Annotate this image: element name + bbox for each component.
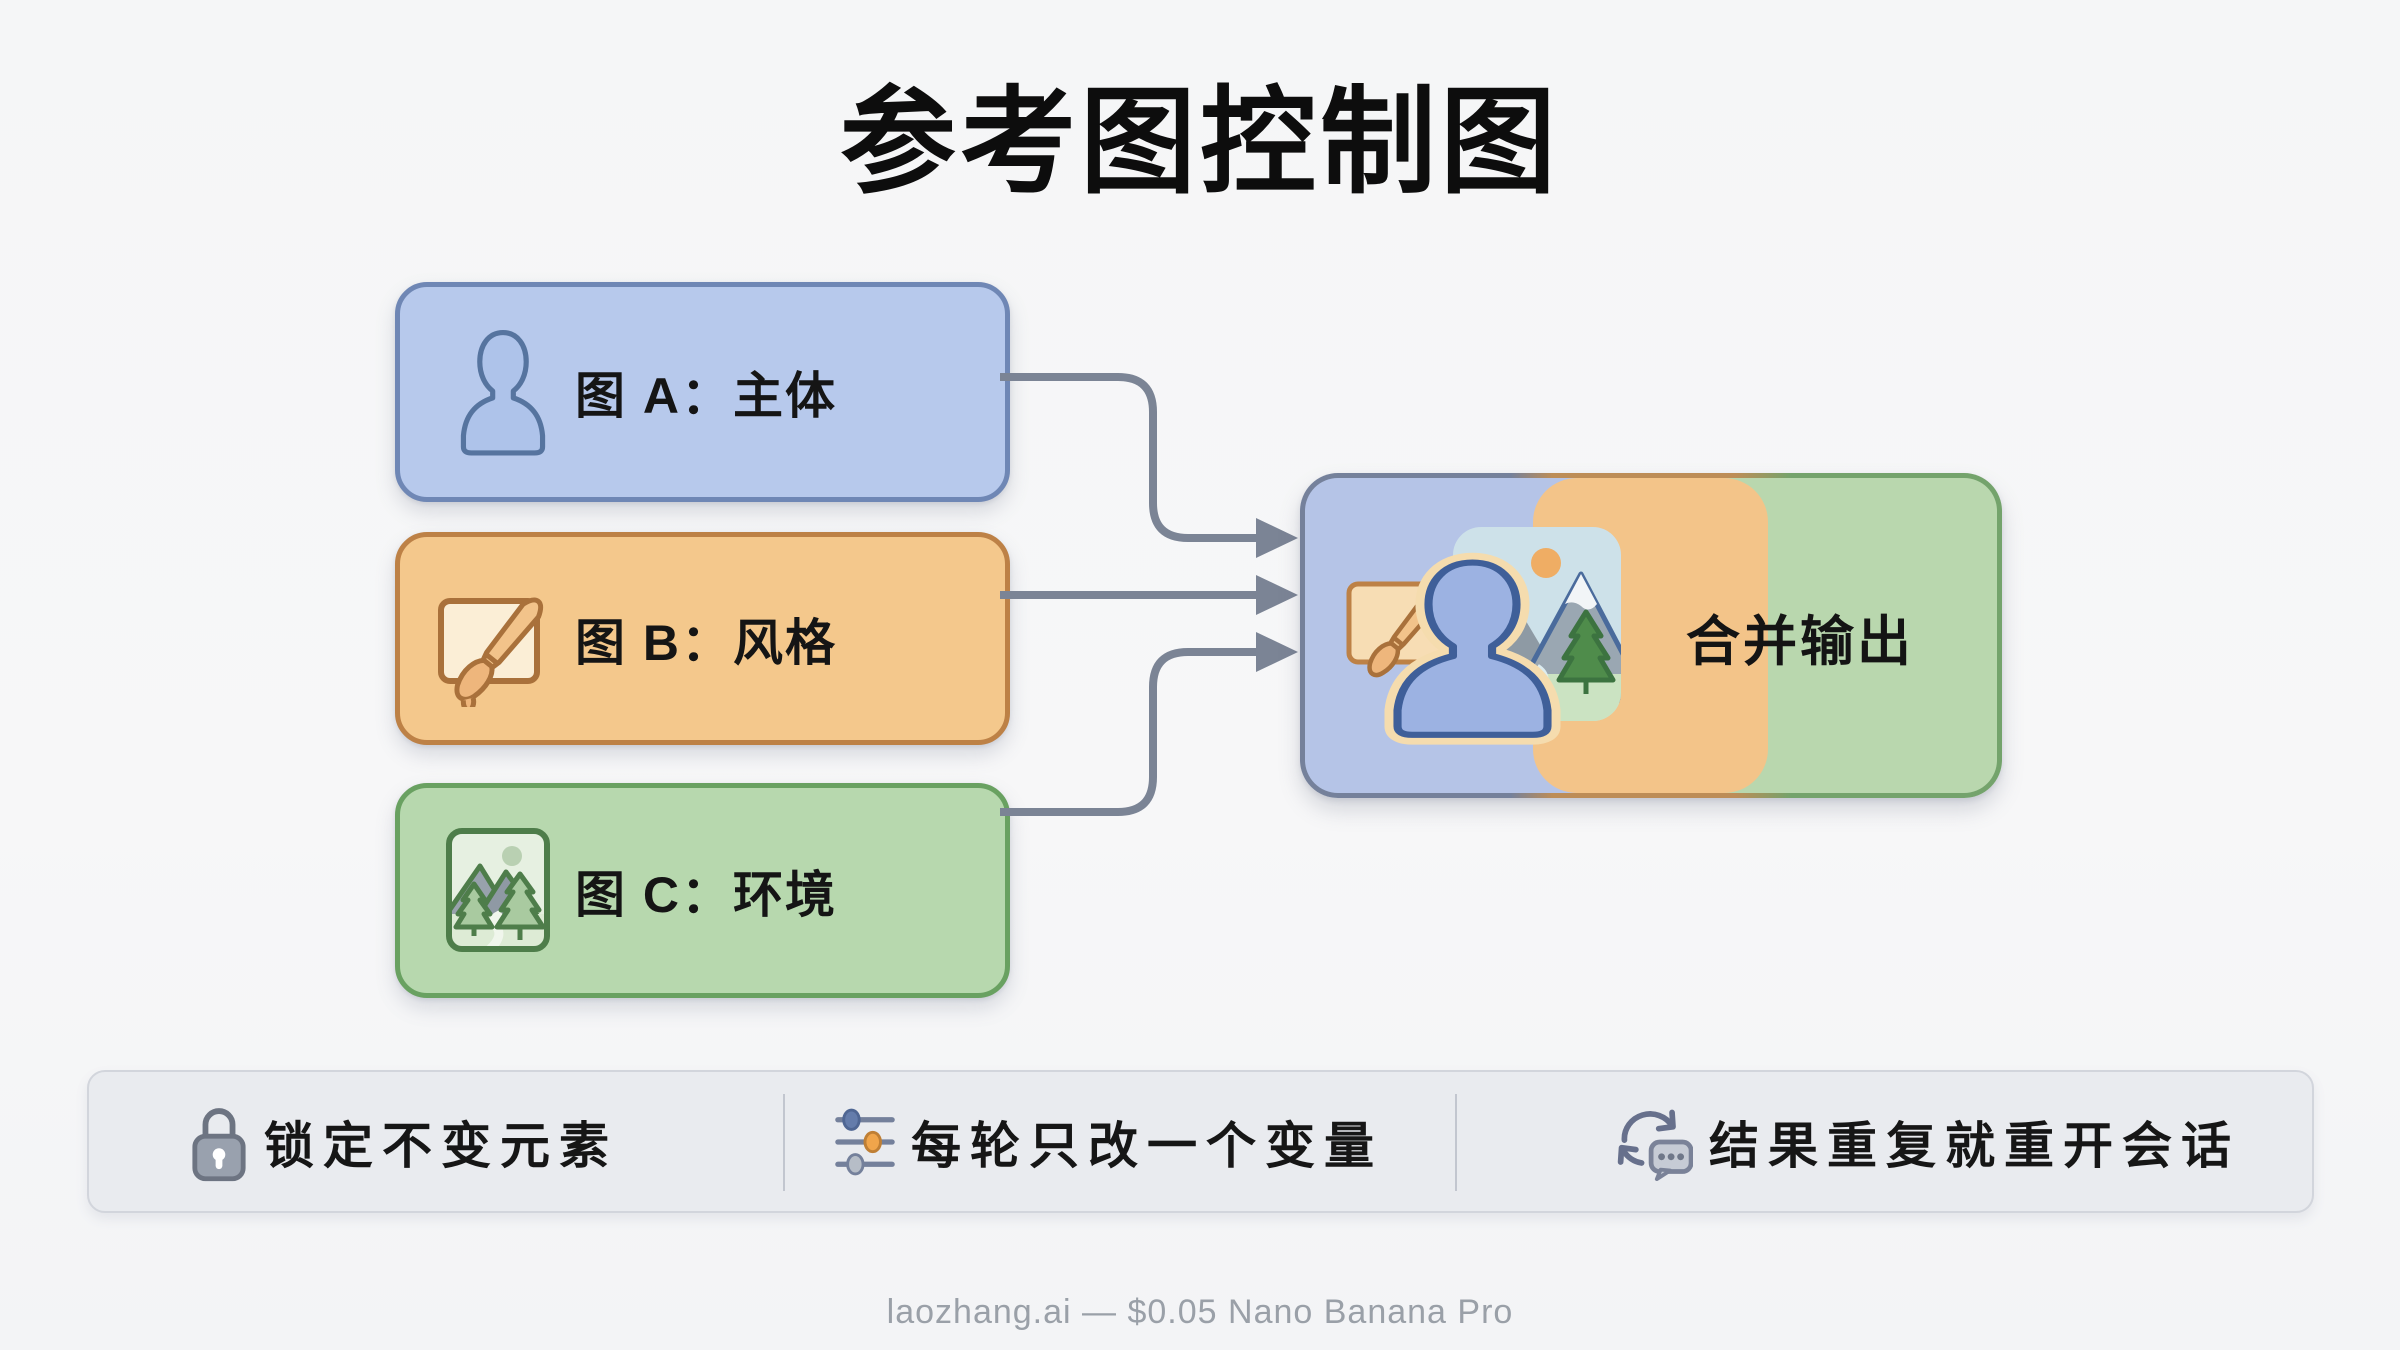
tip-lock-elements: 锁定不变元素 xyxy=(190,1072,618,1211)
arrow-a-to-output xyxy=(1000,373,1260,542)
arrowhead xyxy=(1256,632,1298,672)
tip-label: 结果重复就重开会话 xyxy=(1709,1117,2240,1174)
input-box-a: 图 A：主体 xyxy=(395,282,1010,502)
tips-bar: 锁定不变元素 每轮只改一个变量 xyxy=(87,1070,2314,1213)
tip-label: 每轮只改一个变量 xyxy=(911,1117,1383,1174)
paintbrush-canvas-icon xyxy=(438,597,544,707)
arrowhead xyxy=(1256,575,1298,615)
output-box-label: 合并输出 xyxy=(1686,611,1914,672)
input-box-b: 图 B：风格 xyxy=(395,532,1010,745)
page-title: 参考图控制图 xyxy=(840,77,1560,207)
input-box-c: 图 C：环境 xyxy=(395,783,1010,998)
lock-icon xyxy=(192,1107,246,1181)
person-icon xyxy=(460,329,546,456)
sliders-icon xyxy=(835,1108,895,1175)
footer-credit: laozhang.ai — $0.05 Nano Banana Pro xyxy=(886,1293,1514,1331)
landscape-icon xyxy=(446,828,550,952)
arrowhead xyxy=(1256,518,1298,558)
input-box-b-label: 图 B：风格 xyxy=(575,614,837,671)
tip-restart-session: 结果重复就重开会话 xyxy=(1613,1072,2240,1211)
arrow-c-to-output xyxy=(1000,648,1260,816)
divider xyxy=(783,1094,785,1191)
divider xyxy=(1455,1094,1457,1191)
merged-image-icon xyxy=(1346,527,1621,745)
output-box-bands: 合并输出 xyxy=(1305,478,1997,793)
output-box: 合并输出 xyxy=(1300,473,2002,798)
input-box-a-label: 图 A：主体 xyxy=(575,368,837,424)
tip-one-variable: 每轮只改一个变量 xyxy=(835,1072,1383,1211)
refresh-chat-icon xyxy=(1617,1109,1693,1181)
input-box-c-label: 图 C：环境 xyxy=(575,866,837,923)
tip-label: 锁定不变元素 xyxy=(264,1117,618,1174)
